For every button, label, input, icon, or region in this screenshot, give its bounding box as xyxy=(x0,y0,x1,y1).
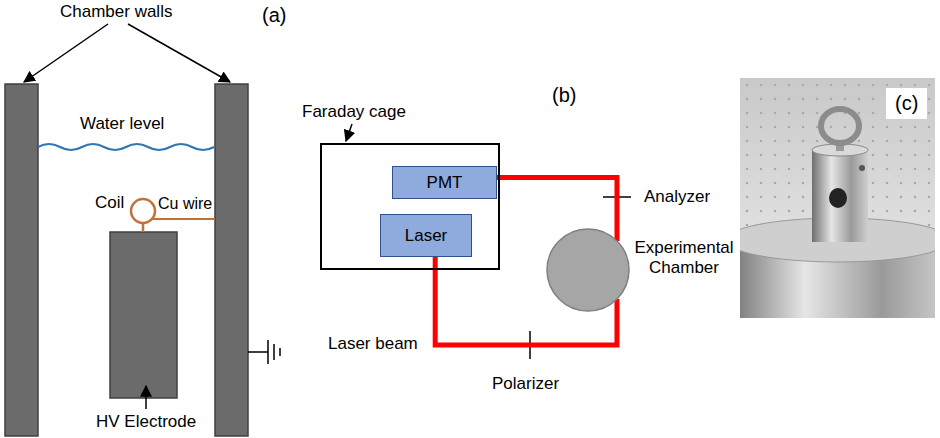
coil-symbol xyxy=(131,199,155,223)
chamber-wall xyxy=(5,84,38,436)
label-text: Laser beam xyxy=(328,334,418,354)
cu-wire xyxy=(152,218,215,220)
chamber-circle xyxy=(546,228,630,312)
label-text: HV Electrode xyxy=(96,412,196,432)
leader-arrow xyxy=(24,24,108,82)
water-level-line xyxy=(38,144,214,150)
label-text: Coil xyxy=(95,193,124,213)
label-text: Water level xyxy=(80,114,164,134)
hv-electrode xyxy=(110,232,177,398)
coil-stem xyxy=(142,223,145,232)
label-text: Cu wire xyxy=(158,195,212,213)
laser-box: Laser xyxy=(380,214,472,257)
pmt-box: PMT xyxy=(392,166,497,199)
node-label: PMT xyxy=(427,173,463,193)
panel-letter: (b) xyxy=(552,84,576,107)
panel-letter: (c) xyxy=(886,88,927,119)
label-text: Polarizer xyxy=(492,374,559,394)
chamber-wall xyxy=(215,84,248,436)
node-label: Laser xyxy=(405,226,448,246)
node-label: Faraday cage xyxy=(302,102,406,122)
leader-arrow xyxy=(346,124,352,141)
ground-symbol xyxy=(248,340,280,364)
leader-arrow xyxy=(128,24,230,82)
panel-letter: (a) xyxy=(262,4,286,27)
photo-illustration xyxy=(740,78,935,318)
label-text: Analyzer xyxy=(644,187,710,207)
node-label: Experimental Chamber xyxy=(628,238,740,277)
experimental-chamber: Experimental Chamber xyxy=(546,228,630,312)
leader-arrow xyxy=(145,386,147,409)
faraday-cage: Faraday cagePMTLaser xyxy=(320,143,500,270)
label-text: Chamber walls xyxy=(60,2,172,22)
